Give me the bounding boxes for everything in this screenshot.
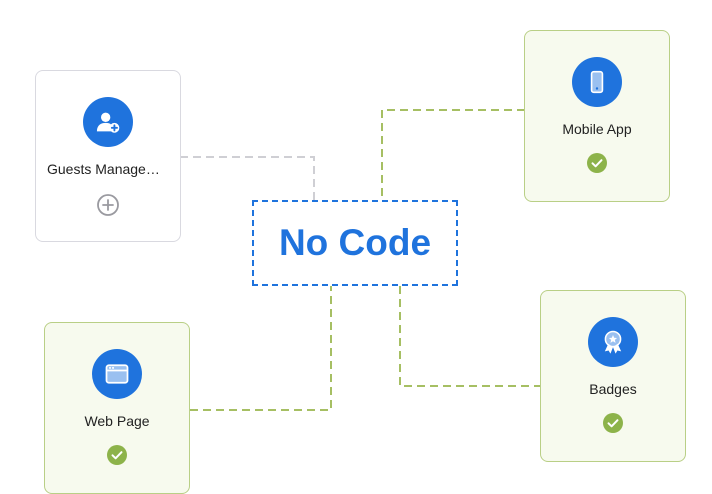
connector-guests [180, 156, 315, 200]
add-circle-icon[interactable] [96, 193, 120, 217]
check-circle-icon [587, 153, 607, 173]
badges-label: Badges [589, 381, 637, 397]
guests-management-card[interactable]: Guests Management [35, 70, 181, 242]
web-page-label: Web Page [84, 413, 150, 429]
check-circle-icon [603, 413, 623, 433]
award-badge-icon [588, 317, 638, 367]
connector-web [190, 286, 332, 411]
check-circle-icon [107, 445, 127, 465]
no-code-box: No Code [252, 200, 458, 286]
user-add-icon [83, 97, 133, 147]
badges-card[interactable]: Badges [540, 290, 686, 462]
mobile-app-label: Mobile App [562, 121, 632, 137]
connector-badges [399, 286, 540, 387]
connector-mobile [381, 109, 525, 200]
guests-management-label: Guests Management [47, 161, 169, 177]
smartphone-icon [572, 57, 622, 107]
no-code-title: No Code [278, 222, 432, 263]
browser-window-icon [92, 349, 142, 399]
web-page-card[interactable]: Web Page [44, 322, 190, 494]
mobile-app-card[interactable]: Mobile App [524, 30, 670, 202]
